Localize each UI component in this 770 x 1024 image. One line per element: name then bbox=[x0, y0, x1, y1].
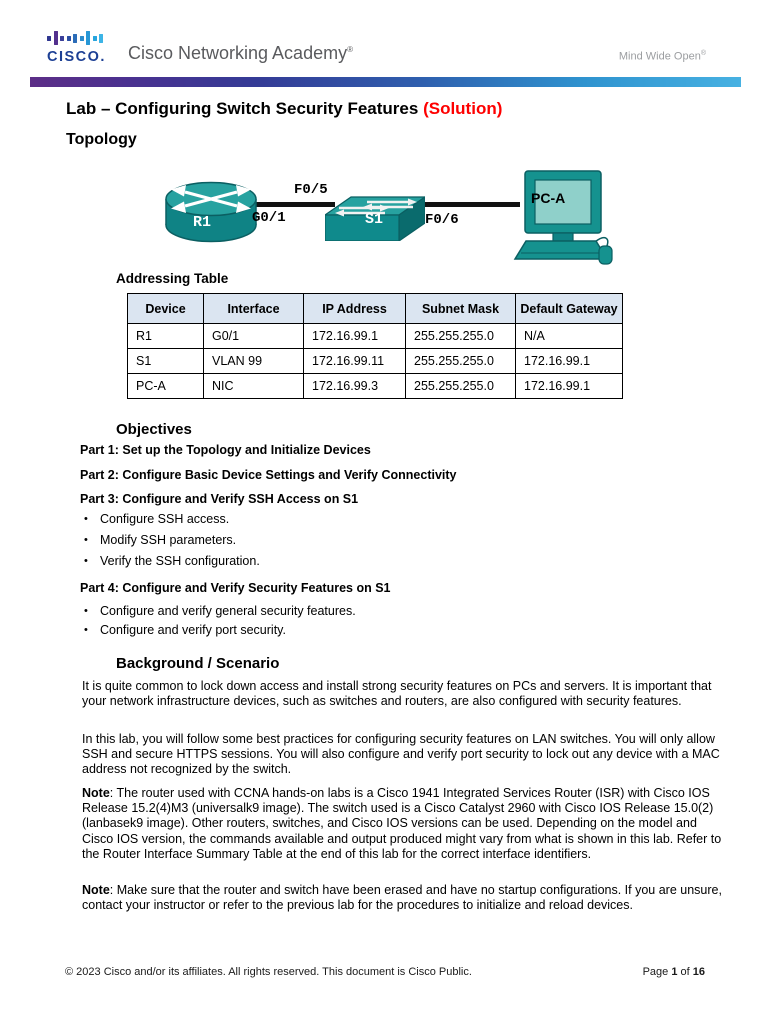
column-header-gateway: Default Gateway bbox=[515, 293, 623, 324]
page-total: 16 bbox=[692, 966, 705, 978]
objective-bullet: • Modify SSH parameters. bbox=[84, 533, 236, 548]
switch-label: S1 bbox=[365, 211, 384, 228]
academy-wordmark: Cisco Networking Academy® bbox=[128, 43, 353, 64]
cell-ip: 172.16.99.3 bbox=[303, 373, 406, 399]
table-row: S1 VLAN 99 172.16.99.11 255.255.255.0 17… bbox=[127, 348, 623, 374]
table-header-row: Device Interface IP Address Subnet Mask … bbox=[127, 293, 623, 324]
cell-mask: 255.255.255.0 bbox=[405, 348, 516, 374]
cell-mask: 255.255.255.0 bbox=[405, 323, 516, 349]
cell-ip: 172.16.99.1 bbox=[303, 323, 406, 349]
note-text: : Make sure that the router and switch h… bbox=[82, 883, 722, 913]
cell-ip: 172.16.99.11 bbox=[303, 348, 406, 374]
header-gradient-rule bbox=[30, 77, 741, 87]
objective-part-1: Part 1: Set up the Topology and Initiali… bbox=[80, 443, 371, 457]
registered-mark: ® bbox=[700, 50, 706, 57]
router-label: R1 bbox=[193, 214, 212, 231]
cell-interface: G0/1 bbox=[203, 323, 304, 349]
page-title-text: Lab – Configuring Switch Security Featur… bbox=[66, 99, 424, 118]
cell-interface: VLAN 99 bbox=[203, 348, 304, 374]
cell-device: S1 bbox=[127, 348, 204, 374]
table-row: R1 G0/1 172.16.99.1 255.255.255.0 N/A bbox=[127, 323, 623, 349]
note-text: : The router used with CCNA hands-on lab… bbox=[82, 786, 722, 861]
note-label: Note bbox=[82, 883, 110, 897]
footer-page-number: Page 1 of 16 bbox=[643, 966, 705, 978]
note-label: Note bbox=[82, 786, 110, 800]
bullet-icon: • bbox=[84, 605, 88, 617]
bullet-icon: • bbox=[84, 513, 88, 525]
cell-gateway: 172.16.99.1 bbox=[515, 373, 623, 399]
page-of: of bbox=[677, 966, 693, 978]
cell-mask: 255.255.255.0 bbox=[405, 373, 516, 399]
link-s1-pc bbox=[418, 202, 520, 207]
cell-device: R1 bbox=[127, 323, 204, 349]
column-header-mask: Subnet Mask bbox=[405, 293, 516, 324]
objective-bullet: • Configure and verify port security. bbox=[84, 623, 286, 638]
column-header-interface: Interface bbox=[203, 293, 304, 324]
background-paragraph-2: In this lab, you will follow some best p… bbox=[82, 732, 720, 777]
column-header-device: Device bbox=[127, 293, 204, 324]
page-current: 1 bbox=[671, 966, 678, 978]
switch-icon bbox=[325, 196, 425, 241]
cisco-logo-bars-icon bbox=[47, 30, 103, 46]
cell-interface: NIC bbox=[203, 373, 304, 399]
router-icon bbox=[165, 181, 257, 243]
academy-text: Cisco Networking Academy bbox=[128, 43, 348, 63]
cisco-wordmark: CISCO. bbox=[47, 49, 106, 65]
cell-device: PC-A bbox=[127, 373, 204, 399]
pc-label: PC-A bbox=[531, 190, 566, 206]
bullet-text: Verify the SSH configuration. bbox=[100, 554, 260, 568]
solution-label: (Solution) bbox=[423, 99, 503, 118]
column-header-ip: IP Address bbox=[303, 293, 406, 324]
bullet-icon: • bbox=[84, 624, 88, 636]
addressing-table: Device Interface IP Address Subnet Mask … bbox=[127, 293, 623, 399]
addressing-table-heading: Addressing Table bbox=[116, 271, 229, 286]
tagline: Mind Wide Open® bbox=[619, 50, 706, 63]
topology-diagram: R1 S1 PC-A F0/5 G0/1 F0/6 bbox=[0, 160, 770, 272]
topology-heading: Topology bbox=[66, 131, 137, 148]
pc-icon bbox=[513, 170, 613, 265]
objective-part-2: Part 2: Configure Basic Device Settings … bbox=[80, 468, 457, 482]
interface-label-f06: F0/6 bbox=[425, 212, 459, 228]
bullet-icon: • bbox=[84, 534, 88, 546]
bullet-text: Modify SSH parameters. bbox=[100, 533, 237, 547]
objectives-heading: Objectives bbox=[116, 421, 192, 438]
interface-label-g01: G0/1 bbox=[252, 210, 286, 226]
objective-bullet: • Configure SSH access. bbox=[84, 512, 229, 527]
objective-bullet: • Verify the SSH configuration. bbox=[84, 554, 260, 569]
note-paragraph-1: Note: The router used with CCNA hands-on… bbox=[82, 786, 722, 862]
objective-part-3: Part 3: Configure and Verify SSH Access … bbox=[80, 492, 359, 506]
bullet-text: Configure and verify general security fe… bbox=[100, 604, 356, 618]
registered-mark: ® bbox=[347, 45, 353, 54]
note-paragraph-2: Note: Make sure that the router and swit… bbox=[82, 883, 722, 913]
page-label: Page bbox=[642, 966, 672, 978]
footer-copyright: © 2023 Cisco and/or its affiliates. All … bbox=[65, 966, 472, 978]
cell-gateway: 172.16.99.1 bbox=[515, 348, 623, 374]
background-heading: Background / Scenario bbox=[116, 655, 280, 672]
bullet-text: Configure SSH access. bbox=[100, 512, 230, 526]
objective-part-4: Part 4: Configure and Verify Security Fe… bbox=[80, 581, 391, 595]
page-title: Lab – Configuring Switch Security Featur… bbox=[66, 99, 502, 119]
table-row: PC-A NIC 172.16.99.3 255.255.255.0 172.1… bbox=[127, 373, 623, 399]
tagline-text: Mind Wide Open bbox=[618, 50, 701, 63]
background-paragraph-1: It is quite common to lock down access a… bbox=[82, 679, 712, 709]
bullet-icon: • bbox=[84, 555, 88, 567]
cell-gateway: N/A bbox=[515, 323, 623, 349]
interface-label-f05: F0/5 bbox=[294, 182, 328, 198]
bullet-text: Configure and verify port security. bbox=[100, 623, 286, 637]
objective-bullet: • Configure and verify general security f… bbox=[84, 604, 356, 619]
link-r1-s1 bbox=[250, 202, 335, 207]
